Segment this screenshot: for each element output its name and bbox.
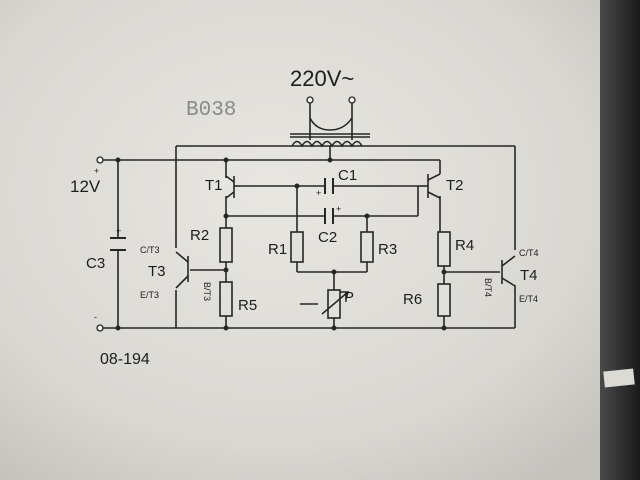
code-label: B038	[186, 99, 236, 122]
label-c2: C2	[318, 229, 337, 246]
plus-sign-c2: +	[336, 204, 341, 214]
paper-scrap	[603, 368, 635, 388]
pin-b-t4: B/T4	[483, 278, 493, 297]
resistor-r5	[219, 281, 233, 317]
resistor-r6	[437, 283, 451, 317]
transistor-t1-symbol	[225, 175, 240, 199]
capacitor-c3-symbol	[110, 237, 126, 251]
ref-number-label: 08-194	[100, 351, 150, 368]
supply-ac-label: 220V~	[290, 66, 354, 91]
capacitor-c2-symbol	[324, 208, 334, 224]
label-t4: T4	[520, 267, 538, 284]
pin-c-t4: C/T4	[519, 248, 539, 258]
pin-b-t3: B/T3	[202, 282, 212, 301]
potentiometer-arrow	[321, 291, 349, 315]
plus-sign-supply: +	[94, 166, 99, 176]
resistor-r2	[219, 227, 233, 263]
transformer-symbol	[290, 117, 370, 148]
label-r5: R5	[238, 297, 257, 314]
resistor-r4	[437, 231, 451, 267]
label-r3: R3	[378, 241, 397, 258]
label-t1: T1	[205, 177, 223, 194]
capacitor-c1-symbol	[324, 178, 334, 194]
label-p: P	[344, 289, 354, 306]
label-r4: R4	[455, 237, 474, 254]
transistor-t4-symbol	[501, 255, 516, 287]
pin-c-t3: C/T3	[140, 245, 160, 255]
plus-sign-c1: +	[316, 188, 321, 198]
dark-edge	[600, 0, 640, 480]
resistor-r1	[290, 231, 304, 263]
junction-dots	[115, 157, 447, 331]
supply-dc-label: 12V	[70, 177, 101, 196]
pin-e-t3: E/T3	[140, 290, 159, 300]
label-c3: C3	[86, 255, 105, 272]
label-c1: C1	[338, 167, 357, 184]
pin-e-t4: E/T4	[519, 294, 538, 304]
minus-sign-supply: -	[94, 312, 97, 322]
terminals	[96, 96, 356, 332]
label-r2: R2	[190, 227, 209, 244]
transistor-t2-symbol	[420, 173, 441, 199]
label-r6: R6	[403, 291, 422, 308]
resistor-r3	[360, 231, 374, 263]
label-t3: T3	[148, 263, 166, 280]
plus-sign-c3: +	[116, 226, 121, 236]
transistor-t3-symbol	[175, 251, 189, 289]
label-t2: T2	[446, 177, 464, 194]
label-r1: R1	[268, 241, 287, 258]
